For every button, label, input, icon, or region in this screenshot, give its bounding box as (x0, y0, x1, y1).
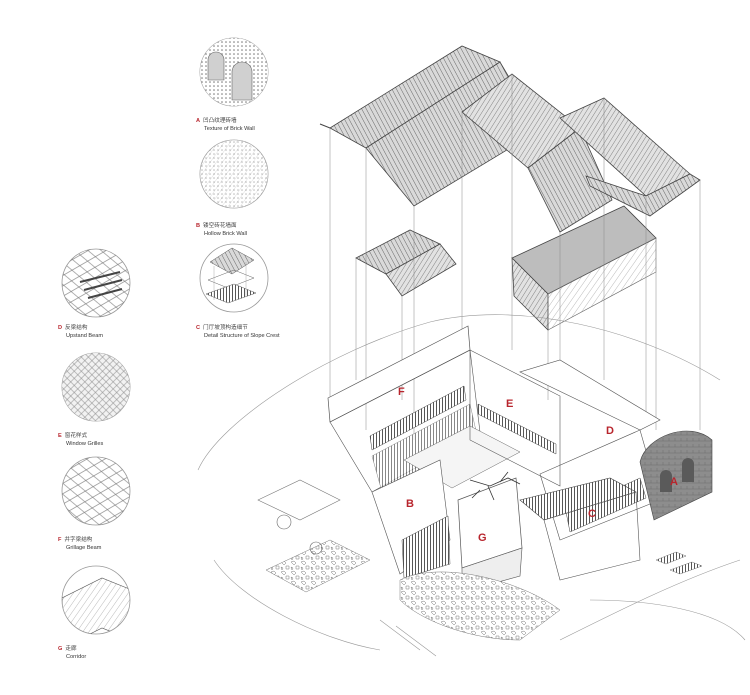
legend-cn: 反梁结构 (65, 325, 88, 331)
roof-main-middle (461, 73, 613, 233)
marker-d: D (606, 425, 614, 437)
detail-circle-a (199, 37, 269, 107)
legend-en: Grillage Beam (66, 545, 102, 551)
roof-small-right (511, 205, 657, 331)
legend-letter: G (58, 646, 63, 652)
legend-letter: D (58, 325, 63, 331)
legend-cn: 走廊 (65, 646, 77, 652)
detail-circle-e (61, 352, 131, 422)
detail-circle-b (199, 139, 269, 209)
projection-lines (329, 74, 701, 440)
legend-en: Detail Structure of Slope Crest (204, 333, 280, 339)
roof-small-left (355, 229, 457, 297)
marker-a: A (670, 476, 678, 488)
legend-cn: 镂空砖花墙面 (203, 223, 237, 229)
legend-cn: 井字梁结构 (64, 537, 93, 543)
marker-f: F (398, 386, 405, 398)
legend-letter: A (196, 118, 201, 124)
marker-e: E (506, 398, 514, 410)
legend-cn: 门厅坡顶构造细节 (203, 325, 248, 331)
legend-en: Texture of Brick Wall (204, 126, 255, 132)
legend-en: Corridor (66, 654, 87, 660)
legend-en: Upstand Beam (66, 333, 104, 339)
base-building (257, 325, 713, 641)
legend-cn: 凹凸纹理砖墙 (203, 118, 237, 124)
detail-circle-c (199, 243, 269, 313)
marker-b: B (406, 498, 414, 510)
legend-en: Window Grilles (66, 441, 104, 447)
marker-c: C (588, 508, 596, 520)
marker-g: G (478, 532, 487, 544)
legend-letter: C (196, 325, 201, 331)
legend-en: Hollow Brick Wall (204, 231, 247, 237)
legend-letter: E (58, 433, 62, 439)
legend-letter: F (58, 537, 62, 543)
site-outline (197, 314, 746, 657)
legend-cn: 窗花样式 (64, 433, 88, 439)
detail-circle-f (61, 456, 131, 526)
detail-circle-g (61, 565, 131, 635)
legend-letter: B (196, 223, 201, 229)
detail-circle-d (61, 248, 131, 318)
roof-main-right (559, 97, 701, 217)
